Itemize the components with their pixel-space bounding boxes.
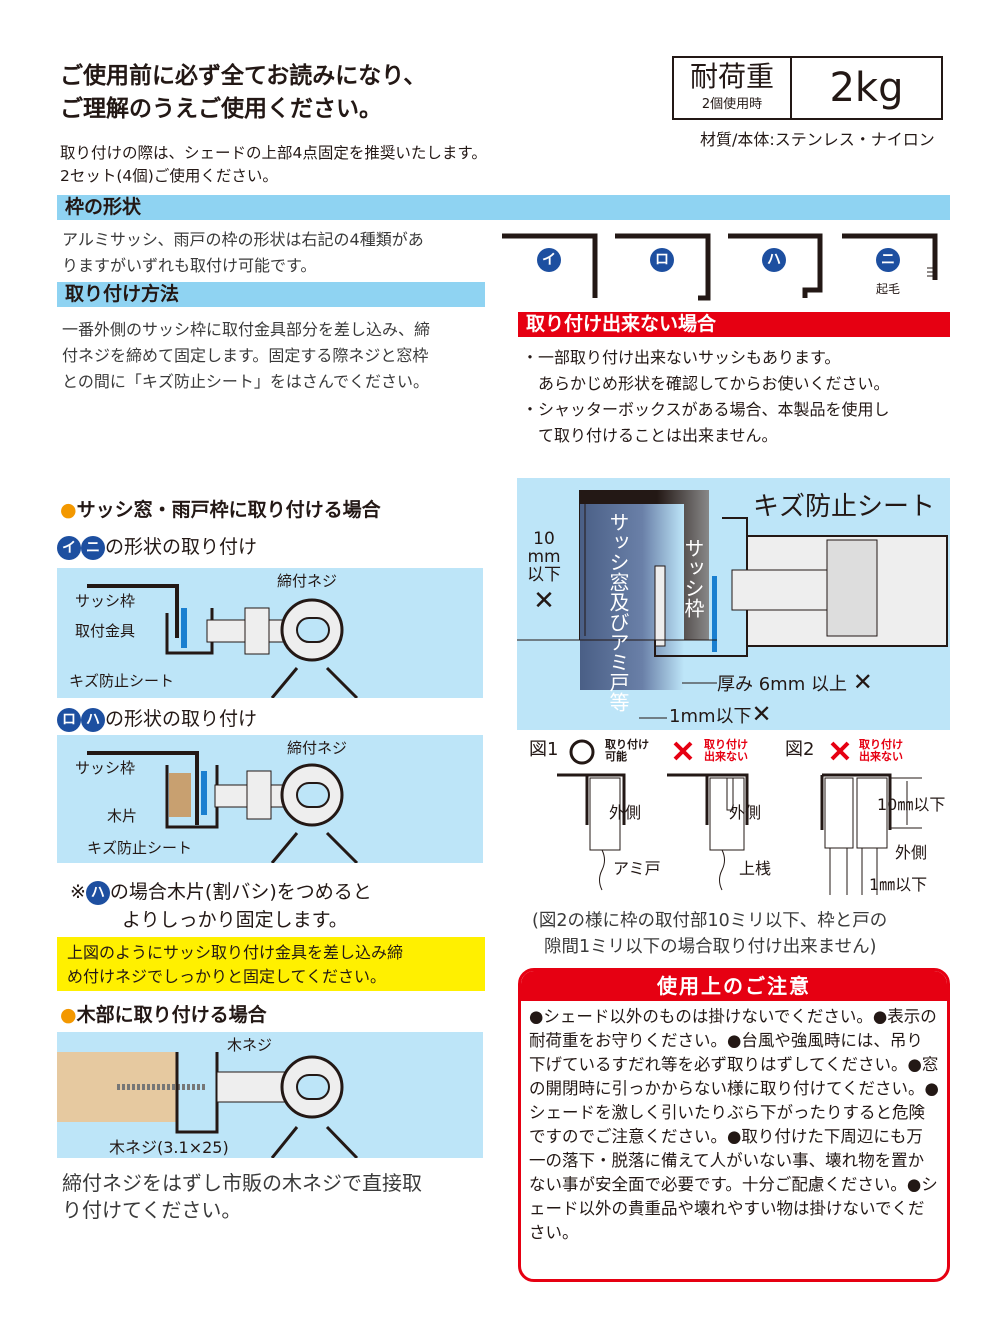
shape-ro-mark: ロ xyxy=(650,248,674,272)
panel-wood: 木ネジ 木ネジ(3.1×25) xyxy=(57,1032,483,1160)
sash-sub2: ロハの形状の取り付け xyxy=(57,704,257,732)
raised-label: 起毛 xyxy=(876,282,901,296)
load-value: 2kg xyxy=(829,65,904,111)
panel-ro-ha: 締付ネジ サッシ枠 木片 キズ防止シート xyxy=(57,735,483,865)
fix-instruction: 上図のようにサッシ取り付け金具を差し込み締め付けネジでしっかりと固定してください… xyxy=(57,937,485,991)
shape-ha-mark: ハ xyxy=(762,248,786,272)
frame-shape-diagram xyxy=(502,233,938,301)
bracket-diagram xyxy=(87,584,359,700)
page-title: ご使用前に必ず全てお読みになり、ご理解のうえご使用ください。 xyxy=(60,63,427,122)
wood-heading: ●木部に取り付ける場合 xyxy=(60,1004,267,1026)
figures: 図1 取り付け可能 取り付け出来ない 図2 取り付け出来ない 外側 外側 アミ戸… xyxy=(529,738,946,895)
sash-sub1: イニの形状の取り付け xyxy=(57,532,257,560)
intro-text: 取り付けの際は、シェードの上部4点固定を推奨いたします。2セット(4個)ご使用く… xyxy=(60,144,487,185)
method-heading: 取り付け方法 xyxy=(57,282,485,307)
shape-ni-mark: ニ xyxy=(876,248,900,272)
ha-note: ※ハの場合木片(割バシ)をつめると よりしっかり固定します。 xyxy=(70,880,372,931)
frame-shape-text: アルミサッシ、雨戸の枠の形状は右記の4種類がありますがいずれも取付け可能です。 xyxy=(62,230,424,275)
material: 材質/本体:ステンレス・ナイロン xyxy=(700,130,935,149)
sash-heading: ●サッシ窓・雨戸枠に取り付ける場合 xyxy=(60,499,381,521)
wood-text: 締付ネジをはずし市販の木ネジで直接取り付けてください。 xyxy=(62,1171,422,1222)
method-text: 一番外側のサッシ枠に取付金具部分を差し込み、締付ネジを締めて固定します。固定する… xyxy=(62,320,431,391)
panel-i-ni: 締付ネジ サッシ枠 取付金具 キズ防止シート xyxy=(57,568,483,700)
cannot-text: ・一部取り付け出来ないサッシもあります。あらかじめ形状を確認してからお使いくださ… xyxy=(522,348,890,445)
figure-caption: (図2の様に枠の取付部10ミリ以下、枠と戸の隙間1ミリ以下の場合取り付け出来ませ… xyxy=(532,911,888,957)
frame-shape-heading: 枠の形状 xyxy=(57,195,950,220)
shape-i-mark: イ xyxy=(537,248,561,272)
frame-shapes: イ ロ ハ ニ 起毛 xyxy=(500,228,950,303)
cannot-heading: 取り付け出来ない場合 xyxy=(518,312,950,337)
usage-notice: 使用上のご注意 ●シェード以外のものは掛けないでください。●表示の耐荷重をお守り… xyxy=(518,968,950,1282)
bracket-wood-diagram xyxy=(87,751,359,865)
wood-screw-diagram xyxy=(57,1052,359,1160)
